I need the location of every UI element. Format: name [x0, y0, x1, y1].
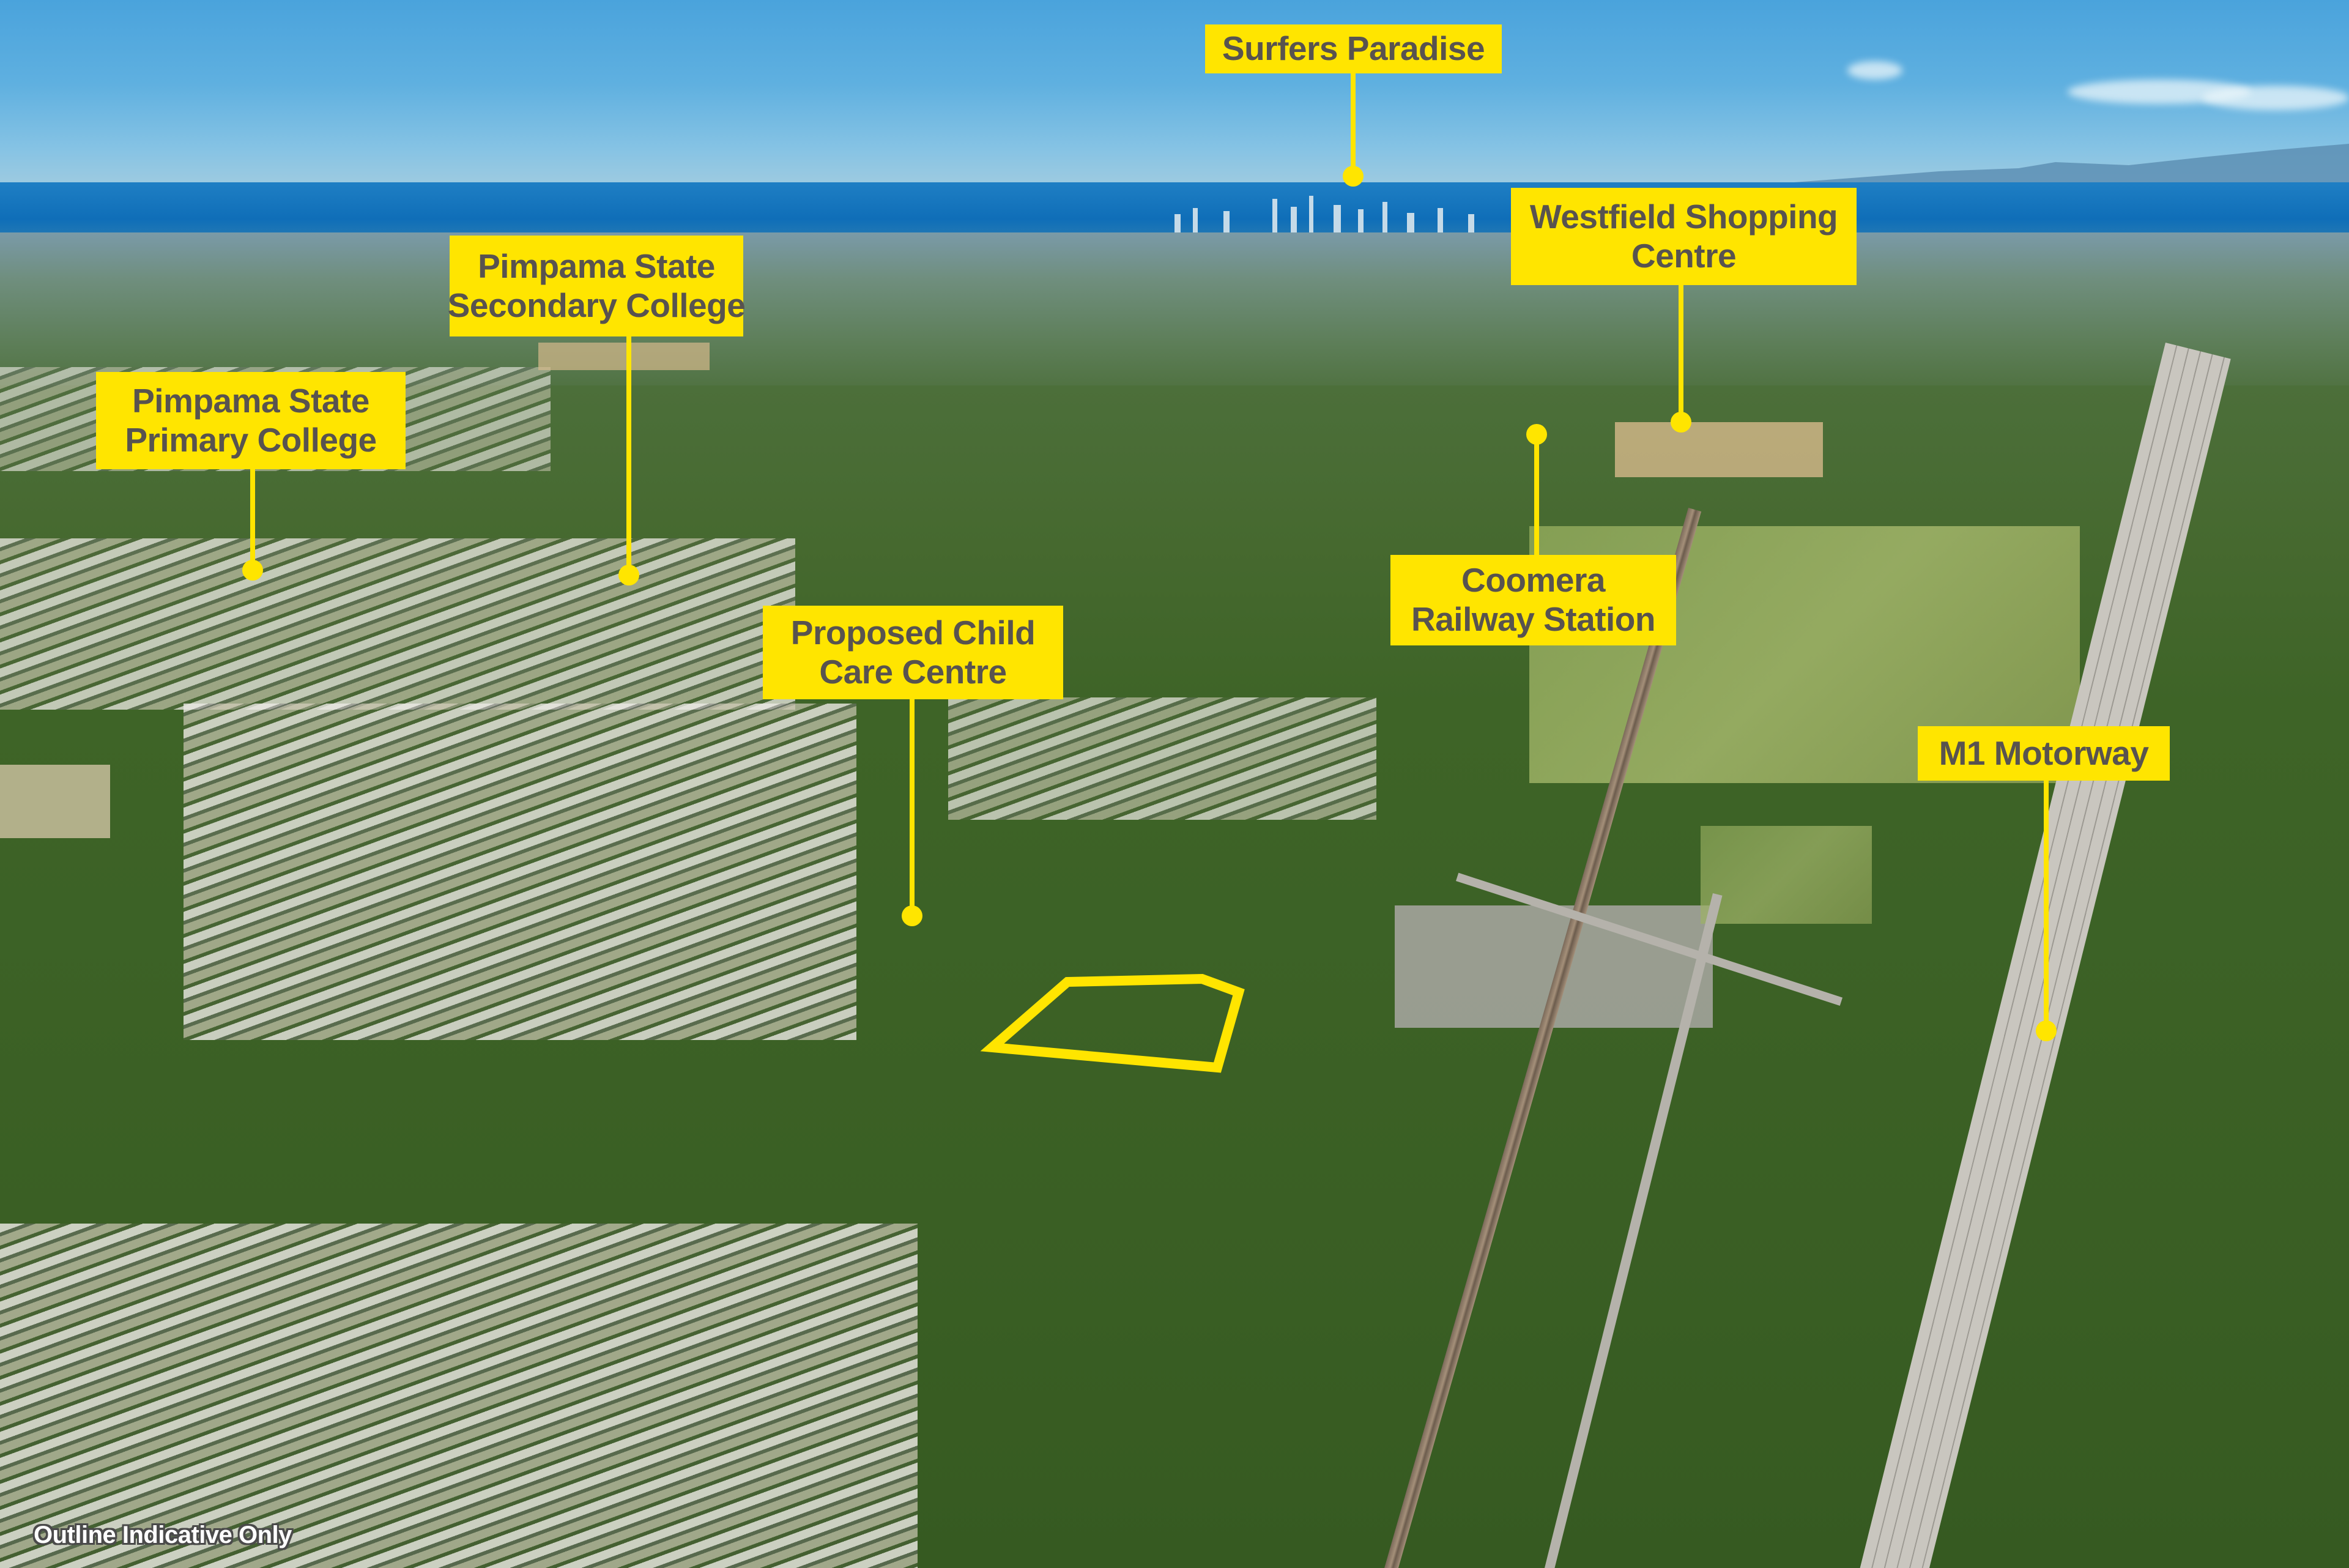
label-text: M1 Motorway [1939, 734, 2149, 772]
location-marker-dot [902, 905, 922, 926]
label-surfers-paradise: Surfers Paradise [1205, 24, 1502, 73]
label-text: Coomera [1461, 561, 1605, 600]
cloud [1847, 61, 1902, 80]
cleared-land [0, 765, 110, 838]
label-text: Centre [1631, 236, 1737, 275]
callout-leader-line [2044, 781, 2049, 1031]
residential-estate [184, 704, 856, 1040]
go-kart-track [1701, 826, 1872, 924]
callout-leader-line [1679, 285, 1683, 422]
label-text: Primary College [125, 420, 377, 459]
location-marker-dot [1526, 424, 1547, 445]
label-text: Secondary College [447, 286, 746, 324]
location-marker-dot [242, 560, 263, 581]
construction-site [1615, 422, 1823, 477]
residential-estate [948, 697, 1376, 820]
callout-leader-line [1534, 434, 1539, 555]
disclaimer-text: Outline Indicative Only [34, 1522, 292, 1548]
city-skyline [1174, 196, 1474, 232]
label-m1-motorway: M1 Motorway [1918, 726, 2170, 781]
label-text: Pimpama State [132, 381, 369, 420]
label-text: Pimpama State [478, 247, 715, 285]
label-text: Surfers Paradise [1222, 29, 1485, 68]
callout-leader-line [626, 336, 631, 575]
location-marker-dot [2036, 1020, 2057, 1041]
residential-estate [0, 1224, 918, 1568]
label-text: Westfield Shopping [1529, 197, 1838, 236]
label-text: Proposed Child [790, 613, 1036, 652]
sky [0, 0, 2349, 187]
callout-leader-line [250, 469, 255, 570]
cloud [2202, 86, 2349, 110]
location-marker-dot [618, 565, 639, 585]
callout-leader-line [910, 699, 915, 916]
location-marker-dot [1671, 412, 1691, 433]
label-text: Care Centre [819, 652, 1007, 691]
residential-estate [0, 538, 795, 710]
callout-leader-line [1351, 73, 1356, 176]
coastal-suburbs [0, 232, 2349, 392]
label-text: Railway Station [1411, 600, 1655, 638]
location-marker-dot [1343, 166, 1364, 187]
cleared-land [538, 343, 710, 370]
